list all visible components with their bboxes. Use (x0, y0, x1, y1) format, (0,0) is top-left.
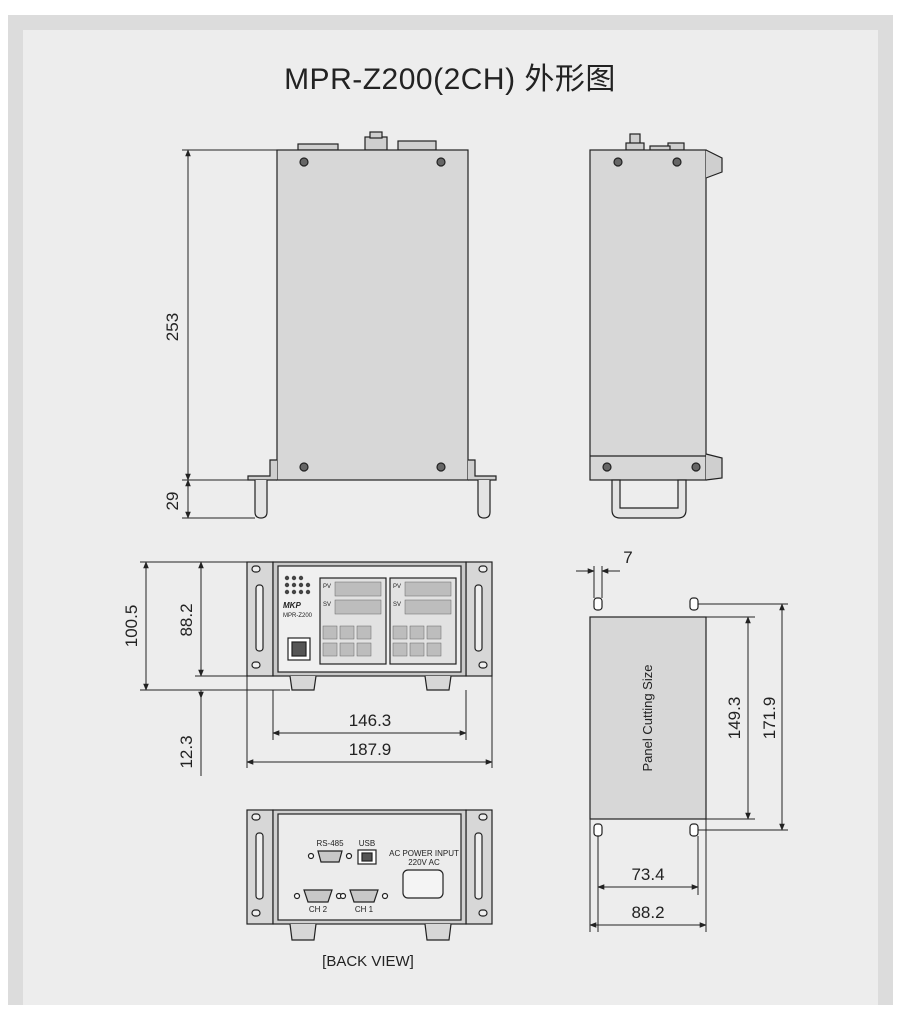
channel-display-right (392, 581, 452, 657)
side-view (589, 133, 723, 519)
sv-label-right: SV (393, 602, 401, 608)
panel-cutout (589, 597, 707, 837)
back-view-caption: [BACK VIEW] (322, 953, 414, 970)
ac-power-label: AC POWER INPUT (389, 849, 459, 858)
dim-88-2-cut: 88.2 (631, 903, 664, 922)
page-title: MPR-Z200(2CH) 外形图 (284, 63, 616, 96)
sv-label-left: SV (323, 602, 331, 608)
dim-187-9: 187.9 (349, 740, 392, 759)
top-view (247, 131, 497, 519)
model-label: MPR-Z200 (283, 613, 313, 619)
pv-label-right: PV (393, 584, 401, 590)
dim-253: 253 (163, 313, 182, 341)
dim-171-9: 171.9 (760, 697, 779, 740)
dim-146-3: 146.3 (349, 711, 392, 730)
logo-dots (284, 575, 311, 595)
usb-label: USB (359, 839, 375, 848)
dim-88-2-front: 88.2 (177, 603, 196, 636)
dim-12-3: 12.3 (177, 735, 196, 768)
dim-7: 7 (623, 548, 632, 567)
channel-display-left (322, 581, 382, 657)
dim-100-5: 100.5 (122, 605, 141, 648)
dim-29: 29 (163, 492, 182, 511)
rs485-label: RS-485 (316, 839, 344, 848)
brand-logo: MKP (283, 601, 301, 610)
pv-label-left: PV (323, 584, 331, 590)
ch1-label: CH 1 (355, 905, 374, 914)
ac-voltage-label: 220V AC (408, 858, 440, 867)
cutout-label: Panel Cutting Size (640, 665, 655, 772)
ch2-label: CH 2 (309, 905, 328, 914)
dim-73-4: 73.4 (631, 865, 664, 884)
back-view (246, 809, 493, 941)
dim-149-3: 149.3 (725, 697, 744, 740)
